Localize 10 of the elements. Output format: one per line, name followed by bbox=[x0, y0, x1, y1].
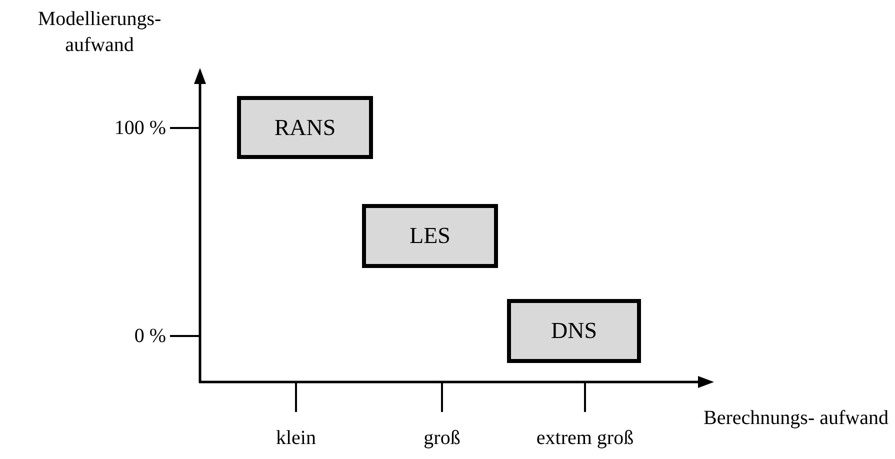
method-box: DNS bbox=[507, 299, 641, 363]
tick-label: 0 % bbox=[133, 324, 166, 349]
axis-title: Berechnungs- aufwand bbox=[702, 406, 890, 431]
tick-label: groß bbox=[422, 426, 462, 451]
tick-label: extrem groß bbox=[535, 426, 635, 451]
axis-title: Modellierungs- aufwand bbox=[36, 7, 162, 58]
tick-label: 100 % bbox=[113, 116, 166, 141]
method-box: LES bbox=[362, 204, 498, 268]
method-box: RANS bbox=[237, 96, 373, 159]
tick-label: klein bbox=[275, 426, 317, 451]
